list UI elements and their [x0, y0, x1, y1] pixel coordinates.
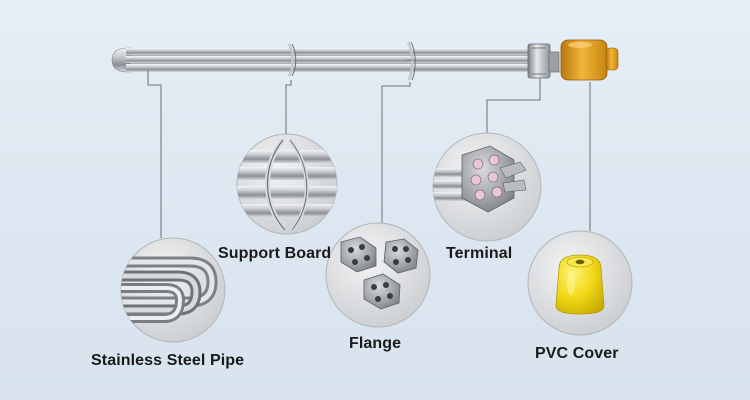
main-flange-ring	[548, 51, 560, 73]
leader-line-support-board	[285, 80, 292, 134]
leader-line-flange	[381, 82, 411, 223]
pipe-tube-bot	[126, 64, 530, 72]
label-pvc-cover: PVC Cover	[535, 345, 619, 362]
leader-line-pipe	[147, 70, 162, 238]
main-flange-nut	[527, 43, 551, 79]
label-flange: Flange	[349, 335, 402, 352]
detail-support-board	[236, 133, 338, 235]
pipe-tube-top	[126, 48, 530, 55]
label-stainless-steel-pipe: Stainless Steel Pipe	[91, 352, 245, 369]
support-clip	[406, 41, 416, 81]
flange-nut-left	[340, 236, 377, 273]
flange-nut-right	[383, 238, 419, 274]
flange-nut-bottom	[363, 273, 401, 310]
detail-flange	[325, 222, 431, 328]
label-support-board: Support Board	[218, 245, 332, 262]
leader-line-terminal	[486, 78, 541, 133]
leader-lines	[147, 70, 591, 238]
pipe-tube-mid	[126, 56, 530, 63]
support-clip	[287, 43, 297, 77]
detail-terminal	[432, 132, 542, 242]
label-terminal: Terminal	[446, 245, 513, 262]
detail-pvc-cover	[527, 230, 633, 336]
heating-element	[111, 39, 619, 81]
detail-stainless-steel-pipe	[120, 237, 226, 343]
